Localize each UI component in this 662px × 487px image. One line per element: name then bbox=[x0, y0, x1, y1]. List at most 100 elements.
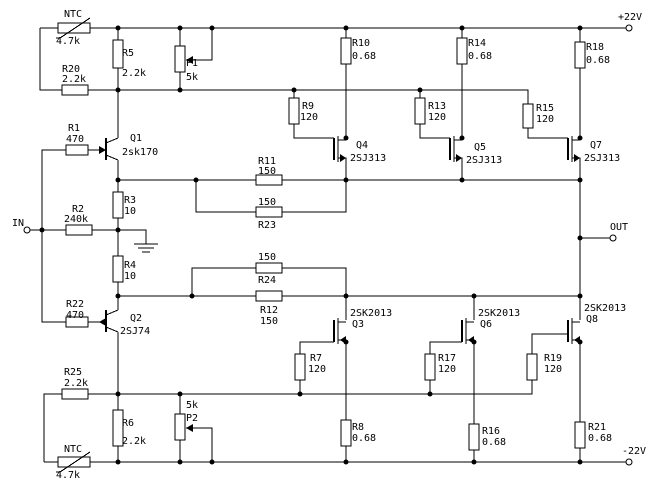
r18-value: 0.68 bbox=[586, 55, 610, 66]
r21-value: 0.68 bbox=[588, 433, 612, 444]
terminal-pos-rail bbox=[625, 24, 633, 32]
p2-ref: P2 bbox=[186, 413, 198, 424]
r13-ref: R13 bbox=[428, 101, 446, 112]
q6-part: 2SK2013 bbox=[478, 308, 520, 319]
ntc-bottom-body bbox=[57, 456, 91, 468]
terminal-in bbox=[23, 226, 31, 234]
q4-ref: Q4 bbox=[356, 140, 368, 151]
q1-ref: Q1 bbox=[130, 133, 142, 144]
r10-body bbox=[340, 37, 352, 65]
r7-value: 120 bbox=[308, 364, 326, 375]
r12-value: 150 bbox=[260, 316, 278, 327]
r4-ref: R4 bbox=[124, 260, 136, 271]
q7-part: 2SJ313 bbox=[584, 153, 620, 164]
r18-body bbox=[574, 41, 586, 69]
r6-body bbox=[112, 409, 124, 447]
in-label: IN bbox=[12, 218, 24, 229]
r25-ref: R25 bbox=[64, 367, 82, 378]
r15-body bbox=[522, 103, 534, 129]
p1-wiper-arrow bbox=[186, 56, 193, 64]
r7-ref: R7 bbox=[310, 353, 322, 364]
q4-arrow bbox=[340, 154, 346, 162]
r2-ref: R2 bbox=[72, 204, 84, 215]
r11-value: 150 bbox=[258, 166, 276, 177]
r13-body bbox=[414, 97, 426, 125]
r25-value: 2.2k bbox=[64, 378, 88, 389]
r4-value: 10 bbox=[124, 271, 136, 282]
r19-value: 120 bbox=[544, 364, 562, 375]
ntc-top-slash bbox=[56, 17, 91, 39]
p2-wiper-arrow bbox=[186, 424, 193, 432]
r1-body bbox=[65, 144, 89, 156]
r19-body bbox=[526, 353, 538, 381]
r17-value: 120 bbox=[438, 364, 456, 375]
r1-ref: R1 bbox=[68, 123, 80, 134]
terminal-out bbox=[609, 234, 617, 242]
r2-body bbox=[65, 224, 93, 236]
r10-value: 0.68 bbox=[352, 51, 376, 62]
component-bodies bbox=[56, 17, 586, 473]
r13-value: 120 bbox=[428, 112, 446, 123]
r22-value: 470 bbox=[66, 310, 84, 321]
r20-body bbox=[61, 84, 89, 96]
r24-value: 150 bbox=[258, 252, 276, 263]
r8-ref: R8 bbox=[352, 422, 364, 433]
r12-body bbox=[255, 290, 283, 302]
terminals bbox=[23, 24, 633, 466]
r20-value: 2.2k bbox=[62, 74, 86, 85]
ntc-top-value: 4.7k bbox=[56, 36, 80, 47]
r22-body bbox=[65, 316, 89, 328]
r8-value: 0.68 bbox=[352, 433, 376, 444]
r14-value: 0.68 bbox=[468, 51, 492, 62]
ntc-bottom-ref: NTC bbox=[64, 444, 82, 455]
q3-ref: Q3 bbox=[352, 319, 364, 330]
r15-value: 120 bbox=[536, 114, 554, 125]
q3-part: 2SK2013 bbox=[350, 308, 392, 319]
r16-ref: R16 bbox=[482, 426, 500, 437]
r14-ref: R14 bbox=[468, 38, 486, 49]
wires bbox=[30, 27, 626, 463]
r15-ref: R15 bbox=[536, 103, 554, 114]
rail-pos-label: +22V bbox=[618, 12, 642, 23]
p2-value: 5k bbox=[186, 400, 198, 411]
r5-ref: R5 bbox=[122, 48, 134, 59]
r23-body bbox=[255, 206, 283, 218]
r24-body bbox=[255, 262, 283, 274]
q6-ref: Q6 bbox=[480, 319, 492, 330]
r9-value: 120 bbox=[300, 112, 318, 123]
q5-arrow bbox=[456, 154, 462, 162]
ntc-top-body bbox=[57, 22, 91, 34]
r3-ref: R3 bbox=[124, 195, 136, 206]
r9-ref: R9 bbox=[302, 101, 314, 112]
r20-ref: R20 bbox=[62, 64, 80, 75]
out-label: OUT bbox=[610, 222, 628, 233]
labels: +22V -22V IN OUT NTC 4.7k NTC 4.7k R5 2.… bbox=[12, 9, 646, 481]
r6-value: 2.2k bbox=[122, 436, 146, 447]
q1-gate-arrow bbox=[99, 146, 106, 154]
p1-value: 5k bbox=[186, 72, 198, 83]
q4-part: 2SJ313 bbox=[350, 153, 386, 164]
r23-value: 150 bbox=[258, 197, 276, 208]
r8-body bbox=[340, 419, 352, 447]
ntc-bottom-slash bbox=[56, 451, 91, 473]
r10-ref: R10 bbox=[352, 38, 370, 49]
r3-value: 10 bbox=[124, 206, 136, 217]
r22-ref: R22 bbox=[66, 299, 84, 310]
r18-ref: R18 bbox=[586, 42, 604, 53]
q5-part: 2SJ313 bbox=[466, 155, 502, 166]
ntc-bottom-value: 4.7k bbox=[56, 470, 80, 481]
r17-body bbox=[424, 353, 436, 381]
q8-ref: Q8 bbox=[586, 314, 598, 325]
r9-body bbox=[288, 97, 300, 125]
r14-body bbox=[456, 37, 468, 65]
p2-body bbox=[174, 413, 186, 441]
r5-value: 2.2k bbox=[122, 68, 146, 79]
ntc-top-ref: NTC bbox=[64, 9, 82, 20]
q8-part: 2SK2013 bbox=[584, 303, 626, 314]
r16-body bbox=[468, 423, 480, 451]
r21-ref: R21 bbox=[588, 422, 606, 433]
r6-ref: R6 bbox=[122, 418, 134, 429]
p1-ref: P1 bbox=[186, 58, 198, 69]
r23-ref: R23 bbox=[258, 220, 276, 231]
